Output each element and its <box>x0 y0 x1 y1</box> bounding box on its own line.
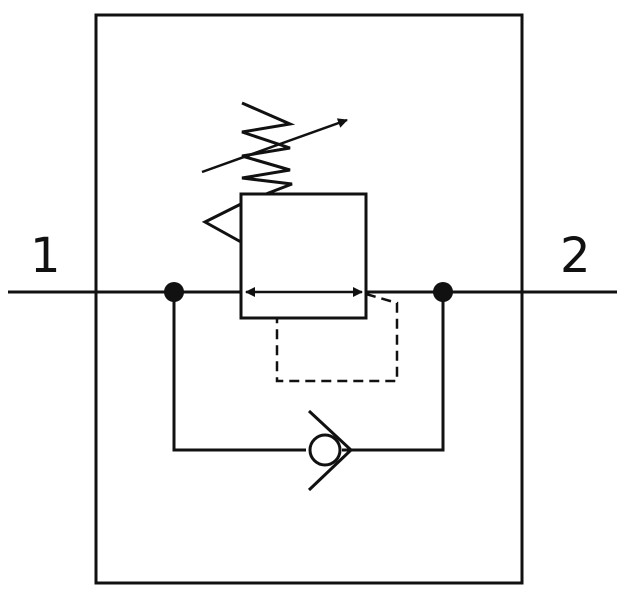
port-1-label: 1 <box>30 228 61 284</box>
enclosure-frame <box>94 13 524 585</box>
port-2-label: 2 <box>560 228 591 284</box>
valve-body <box>239 192 368 320</box>
bypass-line-left <box>172 292 306 452</box>
adjustment-arrow <box>201 118 348 174</box>
adjustable-spring-icon <box>241 101 296 196</box>
pilot-dashed-line <box>275 292 399 383</box>
bypass-line-right <box>342 292 445 452</box>
check-valve-icon <box>307 409 354 492</box>
pilot-triangle-icon <box>201 202 242 244</box>
